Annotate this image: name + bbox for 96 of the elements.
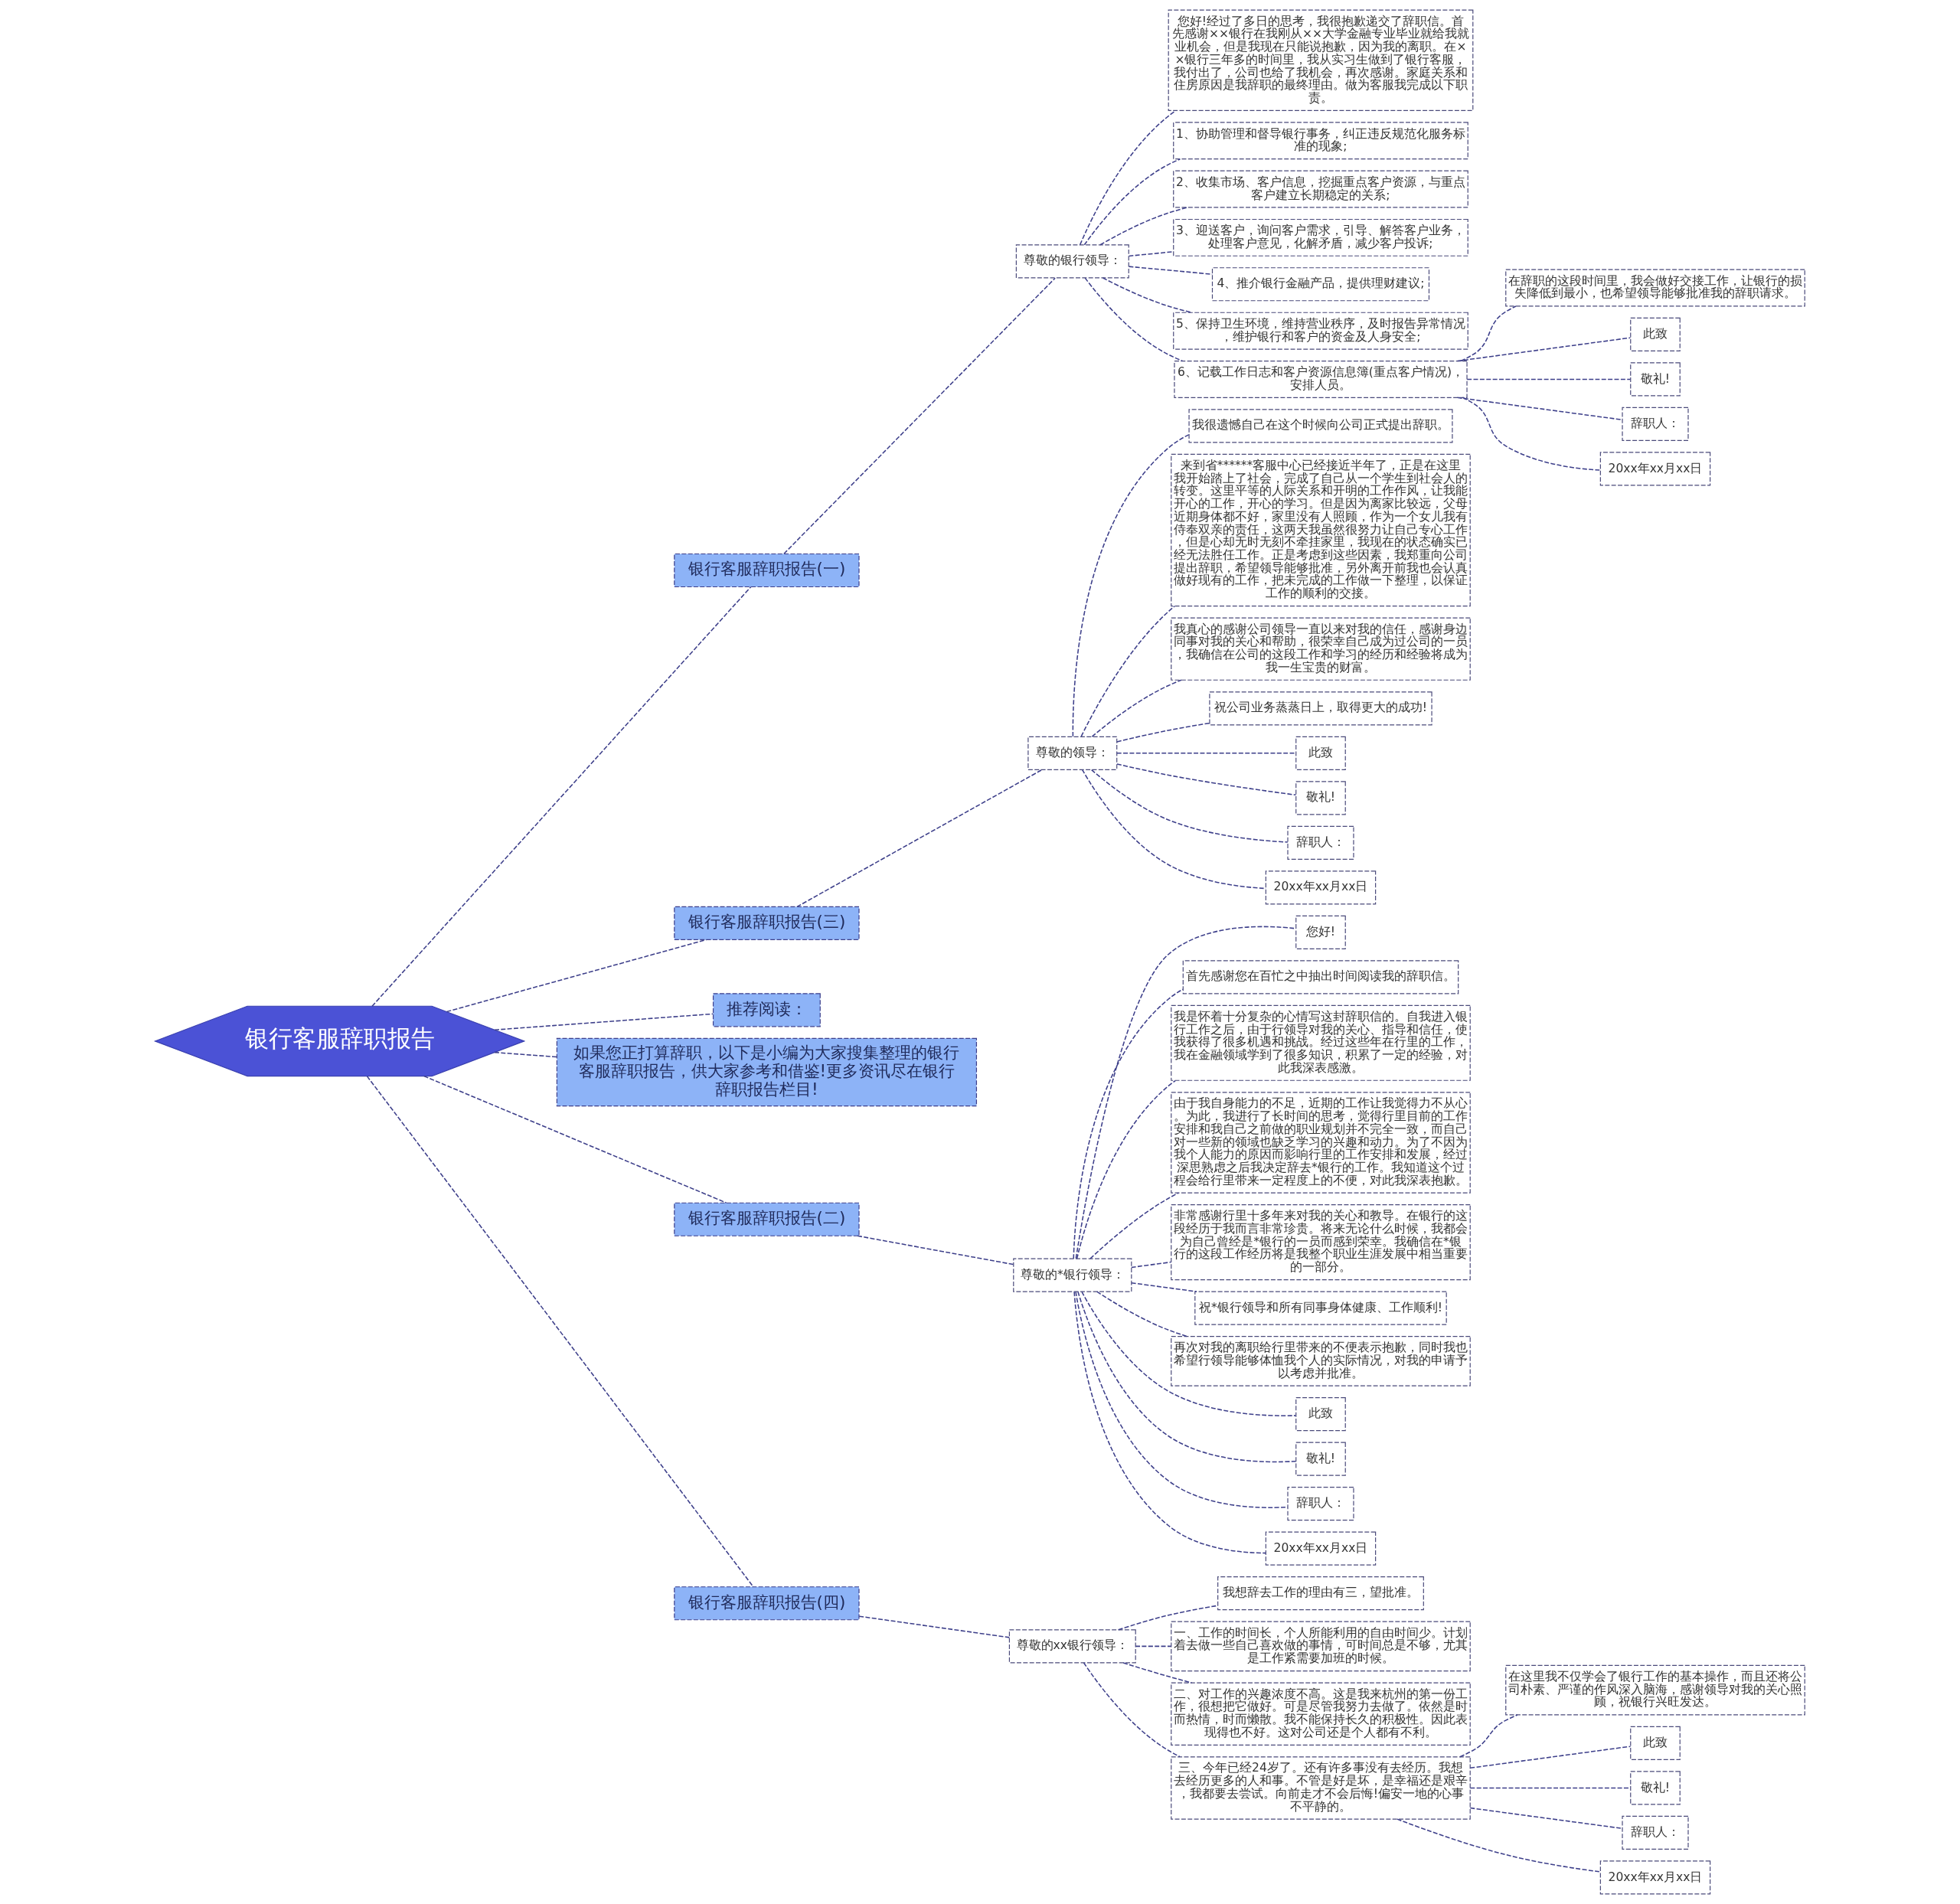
node-box: 此致 bbox=[1630, 1726, 1681, 1761]
connector bbox=[1116, 722, 1210, 743]
connector bbox=[1073, 1291, 1267, 1554]
node-box: 辞职人： bbox=[1287, 1487, 1354, 1521]
connector bbox=[1459, 1714, 1518, 1758]
connector bbox=[858, 1615, 1010, 1638]
connector bbox=[423, 1075, 727, 1203]
connector bbox=[1396, 1818, 1601, 1873]
node-box: 辞职人： bbox=[1287, 825, 1354, 860]
connector bbox=[1456, 337, 1632, 362]
node-box: 20xx年xx月xx日 bbox=[1599, 452, 1711, 486]
node-box: 祝公司业务蒸蒸日上，取得更大的成功! bbox=[1209, 691, 1432, 726]
connector bbox=[1131, 1282, 1197, 1292]
node-box: 如果您正打算辞职，以下是小编为大家搜集整理的银行客服辞职报告，供大家参考和借鉴!更多资讯尽在银行辞职报告栏目! bbox=[556, 1037, 978, 1107]
node-box: 尊敬的领导： bbox=[1027, 736, 1118, 770]
node-box: 再次对我的离职给行里带来的不便表示抱歉，同时我也希望行领导能够体恤我个人的实际情况，对我的申请予以考虑并批准。 bbox=[1171, 1336, 1471, 1386]
connector bbox=[1075, 926, 1297, 1259]
node-box: 20xx年xx月xx日 bbox=[1599, 1860, 1711, 1895]
node-box: 推荐阅读： bbox=[712, 993, 821, 1027]
node-box: 二、对工作的兴趣浓度不高。这是我来杭州的第一份工作，很想把它做好。可是尽管我努力去做了。依然是时而热情，时而懒散。我不能保持长久的积极性。因此表现得也不好。这对公司还是个人都有不利。 bbox=[1171, 1682, 1471, 1746]
node-box: 敬礼! bbox=[1630, 1771, 1681, 1805]
node-box: 6、记载工作日志和客户资源信息簿(重点客户情况)，安排人员。 bbox=[1174, 360, 1468, 398]
connector bbox=[783, 277, 1056, 555]
node-box: 5、保持卫生环境，维持营业秩序，及时报告异常情况，维护银行和客户的资金及人身安全; bbox=[1173, 312, 1468, 350]
connector bbox=[1079, 109, 1177, 246]
node-box: 在辞职的这段时间里，我会做好交接工作，让银行的损失降低到最小，也希望领导能够批准我的辞职请求。 bbox=[1505, 269, 1805, 307]
node-box: 敬礼! bbox=[1295, 1442, 1346, 1476]
node-box: 尊敬的*银行领导： bbox=[1013, 1258, 1132, 1292]
node-box: 银行客服辞职报告(四) bbox=[674, 1586, 860, 1621]
connector bbox=[857, 1235, 1014, 1266]
connector bbox=[494, 1013, 714, 1030]
connector bbox=[1460, 305, 1517, 362]
connector bbox=[494, 1051, 557, 1058]
node-box: 非常感谢行里十多年来对我的关心和教导。在银行的这段经历于我而言非常珍贵。将来无论什么时候，我都会为自己曾经是*银行的一员而感到荣幸。我确信在*银行的这段工作经历将是我整个职业生涯发展中相当重要的一部分。 bbox=[1171, 1204, 1471, 1281]
connector bbox=[1469, 1807, 1623, 1830]
node-box: 4、推介银行金融产品，提供理财建议; bbox=[1211, 267, 1430, 302]
connector bbox=[371, 586, 752, 1007]
connector bbox=[1466, 378, 1632, 380]
node-box: 一、工作的时间长，个人所能利用的自由时间少。计划着去做一些自己喜欢做的事情，可时间总是不够，尤其是工作紧需要加班的时候。 bbox=[1171, 1621, 1471, 1672]
node-box: 银行客服辞职报告(一) bbox=[674, 553, 860, 588]
node-box: 在这里我不仅学会了银行工作的基本操作，而且还将公司朴素、严谨的作风深入脑海，感谢领导对我的关心照顾，祝银行兴旺发达。 bbox=[1505, 1664, 1805, 1716]
connector bbox=[446, 939, 707, 1013]
connector bbox=[1116, 763, 1297, 796]
connector bbox=[1080, 606, 1175, 737]
node-box: 20xx年xx月xx日 bbox=[1265, 1531, 1377, 1566]
node-box: 您好! bbox=[1295, 915, 1346, 949]
connector bbox=[1090, 769, 1289, 843]
node-box: 三、今年已经24岁了。还有许多事没有去经历。我想去经历更多的人和事。不管是好是坏，是幸福还是艰辛，我都要去尝试。向前走才不会后悔!偏安一地的心事不平静的。 bbox=[1171, 1756, 1471, 1820]
node-box: 首先感谢您在百忙之中抽出时间阅读我的辞职信。 bbox=[1182, 960, 1459, 994]
node-box: 我想辞去工作的理由有三，望批准。 bbox=[1217, 1576, 1424, 1611]
connector bbox=[1116, 753, 1297, 754]
connector bbox=[1081, 1291, 1297, 1416]
connector bbox=[1102, 277, 1193, 313]
node-box: 来到省******客服中心已经接近半年了，正是在这里我开始踏上了社会，完成了自己从一个学生到社会人的转变。这里平等的人际关系和开明的工作作风，让我能开心的工作，开心的学习。但是因为离家比较远，父母近期身体都不好，家里没有人照顾，作为一个女儿我有侍奉双亲的责任，这两天我虽然很努力让自己专心工作，但是心却无时无刻不牵挂家里，我现在的状态确实已经无法胜任工作。正是考虑到这些因素，我郑重向公司提出辞职，希望领导能够批准，另外离开前我也会认真做好现有的工作，把未完成的工作做一下整理，以保证工作的顺利的交接。 bbox=[1171, 453, 1471, 607]
node-box: 1、协助管理和督导银行事务，纠正违反规范化服务标准的现象; bbox=[1173, 122, 1468, 160]
node-box: 您好!经过了多日的思考，我很抱歉递交了辞职信。首先感谢××银行在我刚从××大学金融专业毕业就给我就业机会，但是我现在只能说抱歉，因为我的离职。在××银行三年多的时间里，我从实习生做到了银行客服，我付出了，公司也给了我机会，再次感谢。家庭关系和住房原因是我辞职的最终理由。做为客服我完成以下职责。 bbox=[1168, 9, 1474, 111]
connector bbox=[1084, 277, 1184, 362]
connector bbox=[1456, 397, 1623, 421]
connector bbox=[1135, 1645, 1172, 1648]
connector bbox=[1122, 1662, 1193, 1684]
connector bbox=[1096, 1291, 1188, 1337]
node-box: 此致 bbox=[1295, 1397, 1346, 1432]
node-box: 此致 bbox=[1295, 736, 1346, 770]
connector bbox=[1462, 397, 1601, 471]
node-box: 我很遗憾自己在这个时候向公司正式提出辞职。 bbox=[1188, 409, 1453, 443]
connector bbox=[1073, 988, 1184, 1259]
connector bbox=[366, 1076, 754, 1588]
connector bbox=[1075, 1291, 1289, 1508]
node-box: 辞职人： bbox=[1622, 1815, 1689, 1850]
connector bbox=[1077, 1291, 1297, 1463]
node-box: 敬礼! bbox=[1295, 781, 1346, 815]
node-box: 3、迎送客户，询问客户需求，引导、解答客户业务，处理客户意见，化解矛盾，减少客户投诉; bbox=[1173, 218, 1468, 256]
node-box: 我真心的感谢公司领导一直以来对我的信任，感谢身边同事对我的关心和帮助，很荣幸自己成为过公司的一员，我确信在公司的这段工作和学习的经历和经验将成为我一生宝贵的财富。 bbox=[1171, 617, 1471, 681]
connector bbox=[1076, 1079, 1176, 1259]
connector bbox=[796, 769, 1043, 908]
connector bbox=[1089, 1192, 1180, 1259]
connector bbox=[1099, 207, 1188, 246]
node-box: 辞职人： bbox=[1622, 407, 1689, 442]
node-box: 尊敬的xx银行领导： bbox=[1008, 1629, 1136, 1664]
node-box: 20xx年xx月xx日 bbox=[1265, 870, 1377, 905]
node-box: 敬礼! bbox=[1630, 362, 1681, 397]
node-box: 由于我自身能力的不足，近期的工作让我觉得力不从心。为此，我进行了长时间的思考，觉得行里目前的工作安排和我自己之前做的职业规划并不完全一致，而自己对一些新的领域也缺乏学习的兴趣和动力。为了不因为我个人能力的原因而影响行里的工作安排和发展，经过深思熟虑之后我决定辞去*银行的工作。我知道这个过程会给行里带来一定程度上的不便，对此我深表抱歉。 bbox=[1171, 1092, 1471, 1194]
connector bbox=[1131, 1261, 1172, 1269]
node-box: 尊敬的银行领导： bbox=[1015, 244, 1129, 279]
connector bbox=[1083, 158, 1181, 246]
connector bbox=[1081, 769, 1266, 890]
connector bbox=[1091, 679, 1182, 737]
node-box: 银行客服辞职报告(二) bbox=[674, 1202, 860, 1236]
connector bbox=[1469, 1746, 1632, 1769]
connector bbox=[1083, 1662, 1181, 1758]
node-box: 祝*银行领导和所有同事身体健康、工作顺利! bbox=[1194, 1291, 1447, 1325]
node-box: 2、收集市场、客户信息，挖掘重点客户资源，与重点客户建立长期稳定的关系; bbox=[1173, 170, 1468, 208]
node-box: 此致 bbox=[1630, 317, 1681, 352]
connector bbox=[1072, 434, 1190, 737]
node-box: 我是怀着十分复杂的心情写这封辞职信的。自我进入银行工作之后，由于行领导对我的关心、指导和信任，使我获得了很多机遇和挑战。经过这些年在行里的工作，我在金融领域学到了很多知识，积累了一定的经验，对此我深表感激。 bbox=[1171, 1004, 1471, 1081]
node-box: 银行客服辞职报告(三) bbox=[674, 906, 860, 940]
